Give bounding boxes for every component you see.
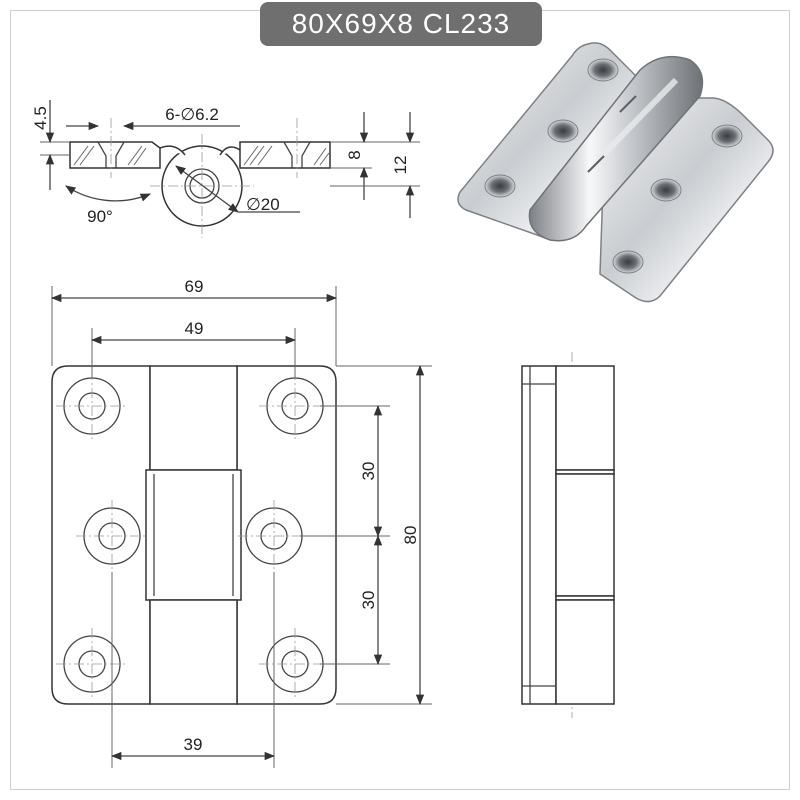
photo-hole-3 [484, 174, 516, 198]
dim-holes: 6-∅6.2 [165, 105, 219, 124]
photo-hole-4 [711, 124, 743, 148]
top-view-dimensions: 4.5 6-∅6.2 8 12 90° ∅20 [31, 100, 420, 226]
side-view [521, 352, 615, 718]
dim-knuckle-diameter: ∅20 [246, 195, 280, 214]
dim-total-height: 12 [391, 156, 410, 175]
dim-hole-spacing: 49 [185, 319, 204, 338]
dim-angle: 90° [87, 207, 113, 226]
front-view-dimensions: 69 49 30 30 80 39 [50, 277, 432, 768]
dim-pitch-upper: 30 [359, 462, 378, 481]
dim-height: 80 [401, 526, 420, 545]
dim-width: 69 [185, 277, 204, 296]
product-title: 80X69X8 CL233 [260, 2, 542, 46]
hinge-photo [457, 42, 774, 303]
photo-hole-5 [650, 178, 682, 202]
front-view [51, 365, 337, 705]
photo-hole-6 [612, 250, 644, 274]
photo-hole-2 [547, 119, 579, 143]
photo-hole-1 [587, 58, 619, 82]
dim-leaf-thickness: 8 [345, 150, 364, 159]
dim-pitch-lower: 30 [359, 591, 378, 610]
dim-knuckle-offset: 39 [184, 735, 203, 754]
dim-thickness: 4.5 [31, 106, 50, 130]
